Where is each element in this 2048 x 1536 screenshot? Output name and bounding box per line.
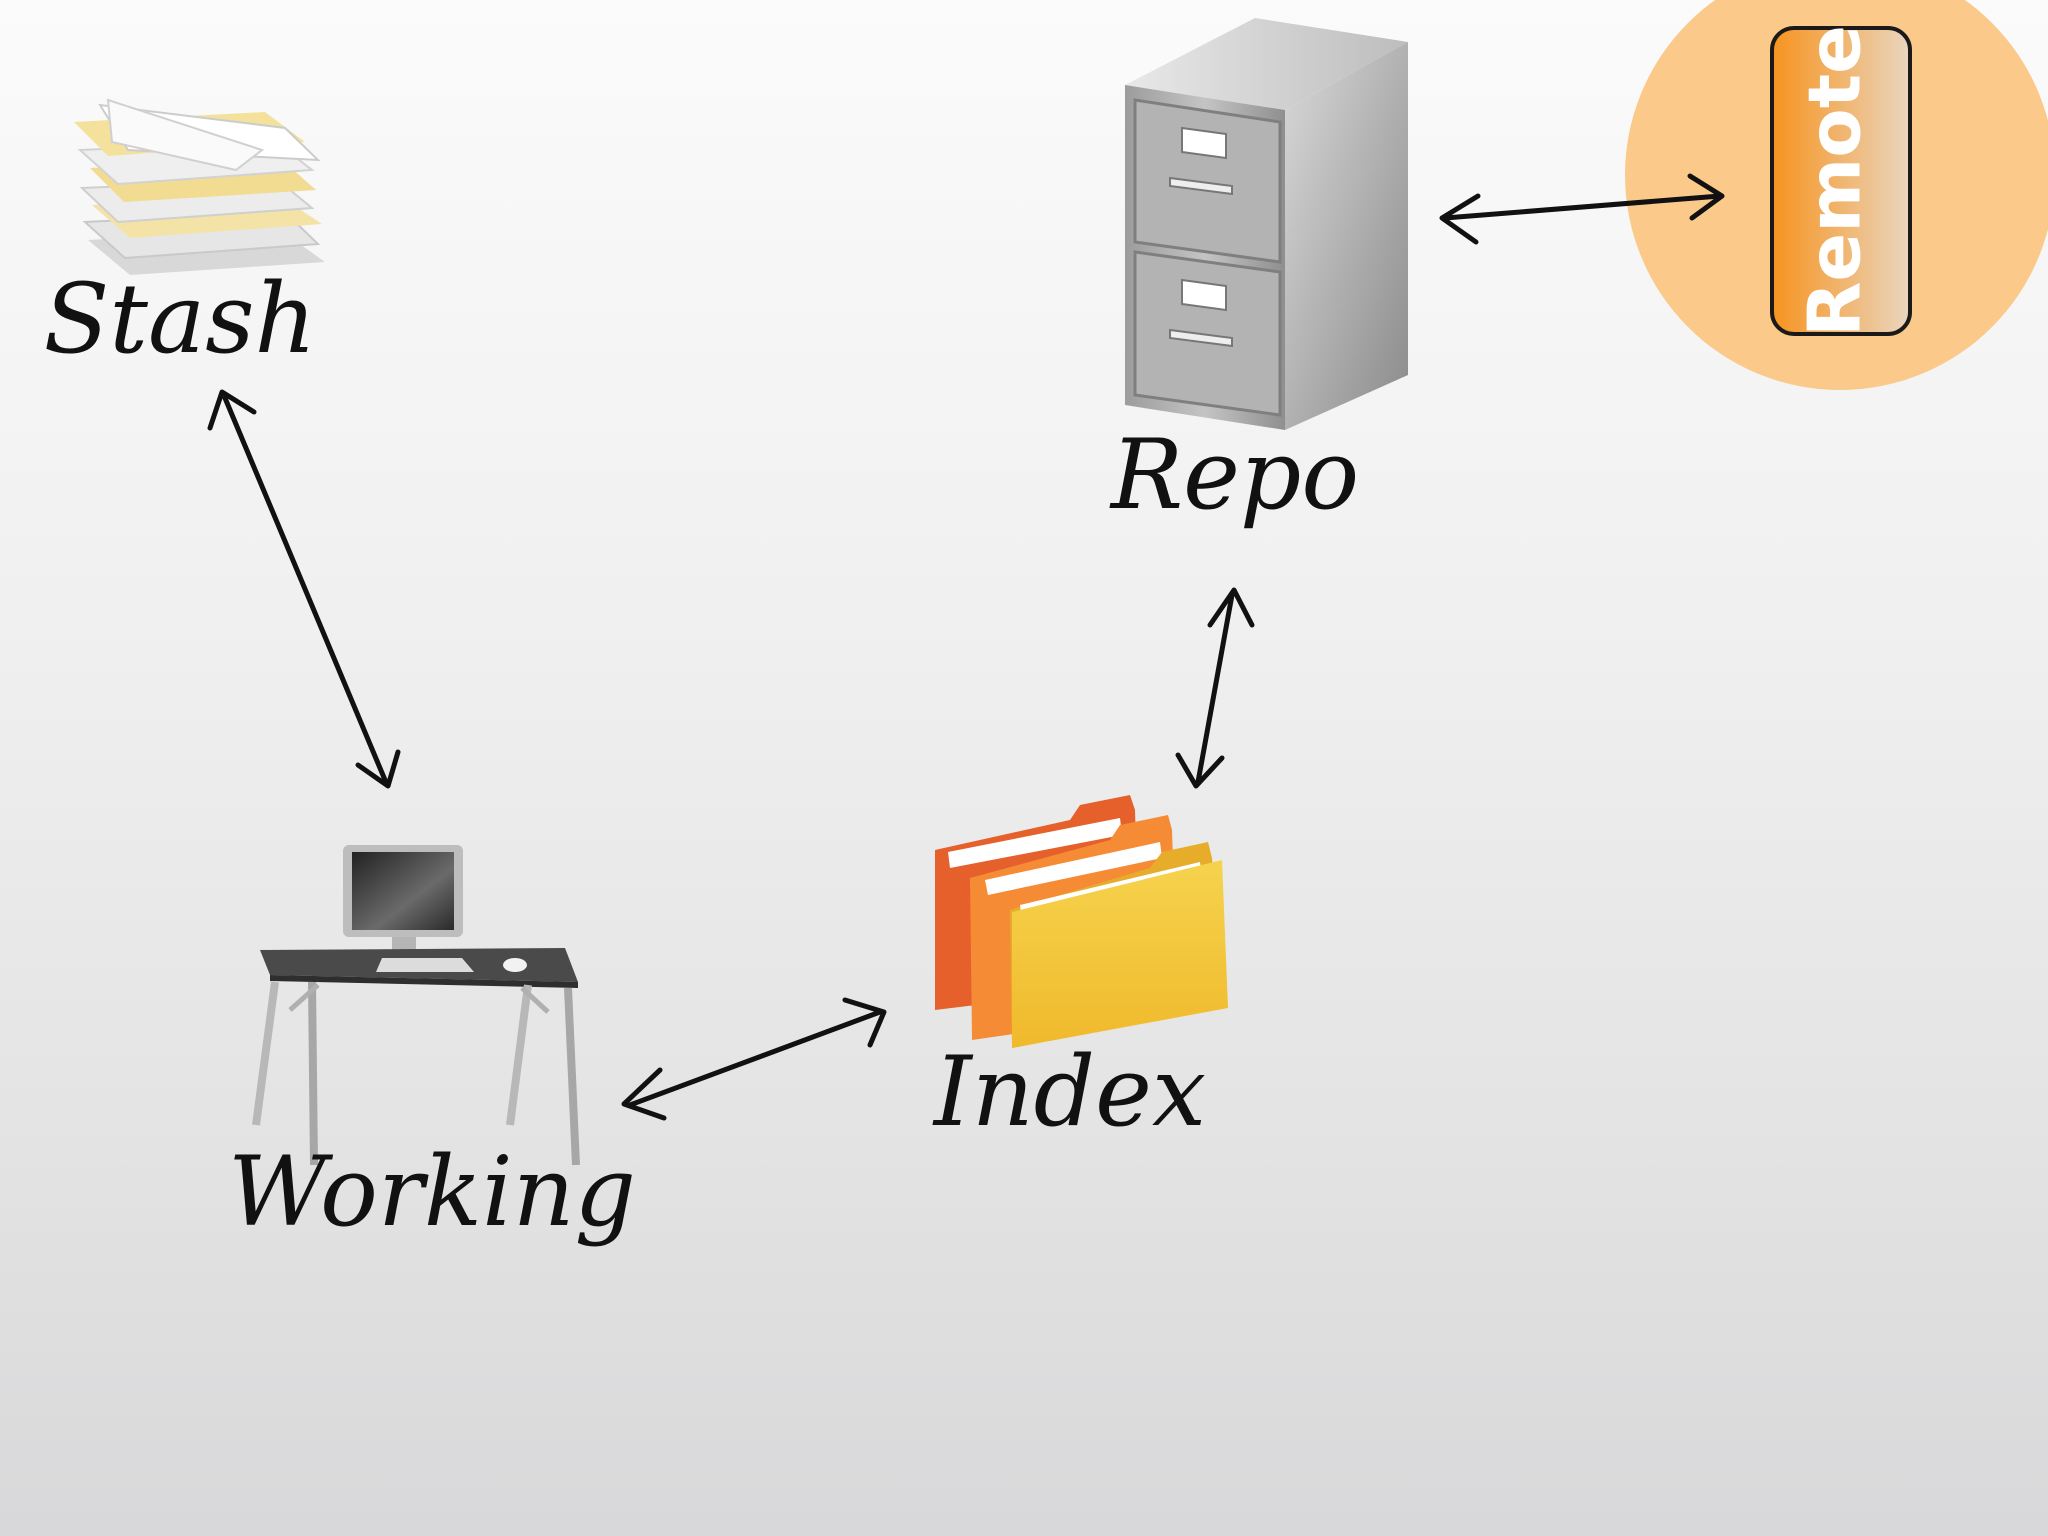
paper-stack-icon <box>74 98 325 275</box>
folders-icon <box>935 795 1228 1048</box>
filing-cabinet-icon <box>1125 18 1408 430</box>
arrow-repo-remote <box>1439 173 1725 245</box>
remote-circle-icon <box>1625 0 2048 390</box>
arrow-index-repo <box>1175 587 1255 789</box>
stash-label: Stash <box>44 263 317 375</box>
remote-label: Remote <box>1793 25 1877 337</box>
arrow-working-index <box>621 997 887 1121</box>
repo-label: Repo <box>1109 419 1359 531</box>
index-label: Index <box>932 1036 1206 1148</box>
desk-computer-icon <box>252 845 580 1166</box>
working-label: Working <box>228 1136 636 1248</box>
arrow-stash-working <box>207 389 401 789</box>
